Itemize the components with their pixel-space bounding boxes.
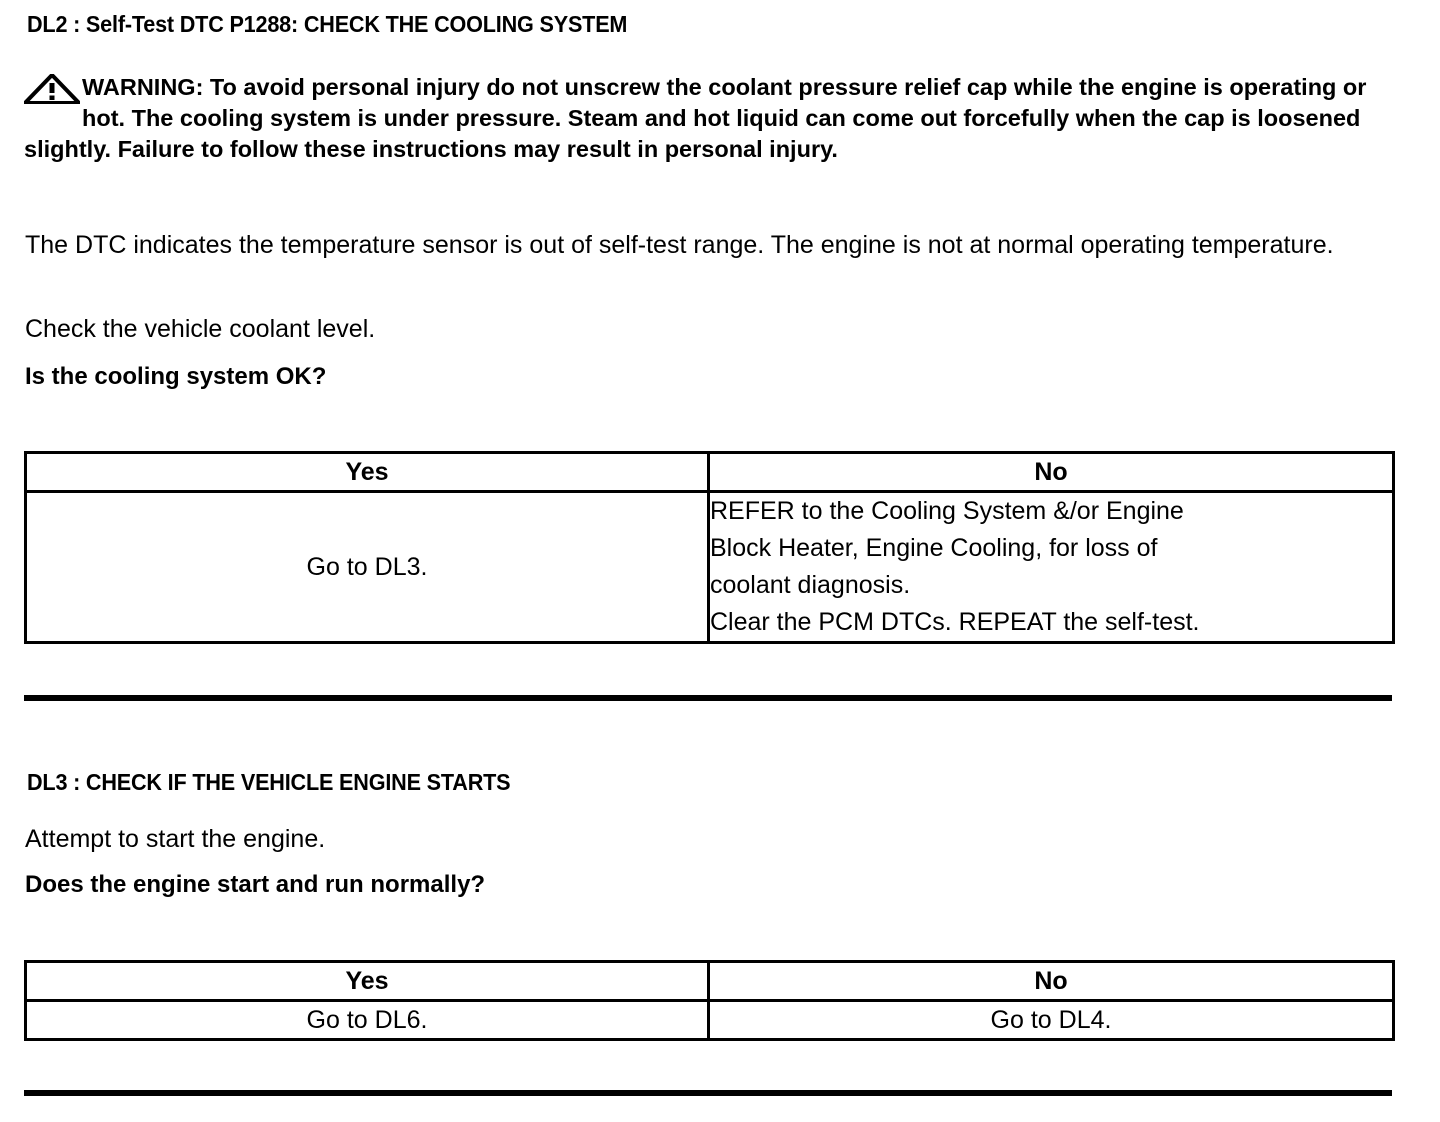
section-divider-rule [24, 1090, 1392, 1096]
warning-triangle-icon [24, 74, 80, 104]
section-divider-rule [24, 695, 1392, 701]
column-header-no: No [707, 451, 1395, 493]
warning-text: WARNING: To avoid personal injury do not… [24, 74, 1367, 162]
cell-yes-action: Go to DL3. [24, 490, 710, 644]
no-action-line-3: coolant diagnosis. [710, 571, 911, 599]
section-heading-dl3: DL3 : CHECK IF THE VEHICLE ENGINE STARTS [27, 769, 511, 795]
paragraph-dtc-description: The DTC indicates the temperature sensor… [25, 231, 1334, 259]
cell-yes-action: Go to DL6. [24, 999, 710, 1041]
no-action-line-1: REFER to the Cooling System &/or Engine [710, 497, 1184, 525]
question-cooling-system: Is the cooling system OK? [25, 363, 327, 390]
table-header-row: Yes No [24, 960, 1395, 1002]
decision-table-dl3: Yes No Go to DL6. Go to DL4. [24, 960, 1395, 1041]
column-header-yes: Yes [24, 960, 710, 1002]
paragraph-check-coolant: Check the vehicle coolant level. [25, 315, 376, 343]
no-action-line-2: Block Heater, Engine Cooling, for loss o… [710, 534, 1158, 562]
column-header-yes: Yes [24, 451, 710, 493]
paragraph-attempt-start: Attempt to start the engine. [25, 825, 326, 853]
cell-no-action: Go to DL4. [707, 999, 1395, 1041]
decision-table-dl2: Yes No Go to DL3. REFER to the Cooling S… [24, 451, 1395, 644]
cell-no-action: REFER to the Cooling System &/or Engine … [707, 490, 1395, 644]
warning-block: WARNING: To avoid personal injury do not… [24, 72, 1390, 165]
table-header-row: Yes No [24, 451, 1395, 493]
table-row: Go to DL6. Go to DL4. [24, 999, 1395, 1041]
table-row: Go to DL3. REFER to the Cooling System &… [24, 490, 1395, 644]
question-engine-starts: Does the engine start and run normally? [25, 871, 486, 898]
no-action-line-4: Clear the PCM DTCs. REPEAT the self-test… [710, 608, 1200, 636]
column-header-no: No [707, 960, 1395, 1002]
section-heading-dl2: DL2 : Self-Test DTC P1288: CHECK THE COO… [27, 11, 628, 37]
